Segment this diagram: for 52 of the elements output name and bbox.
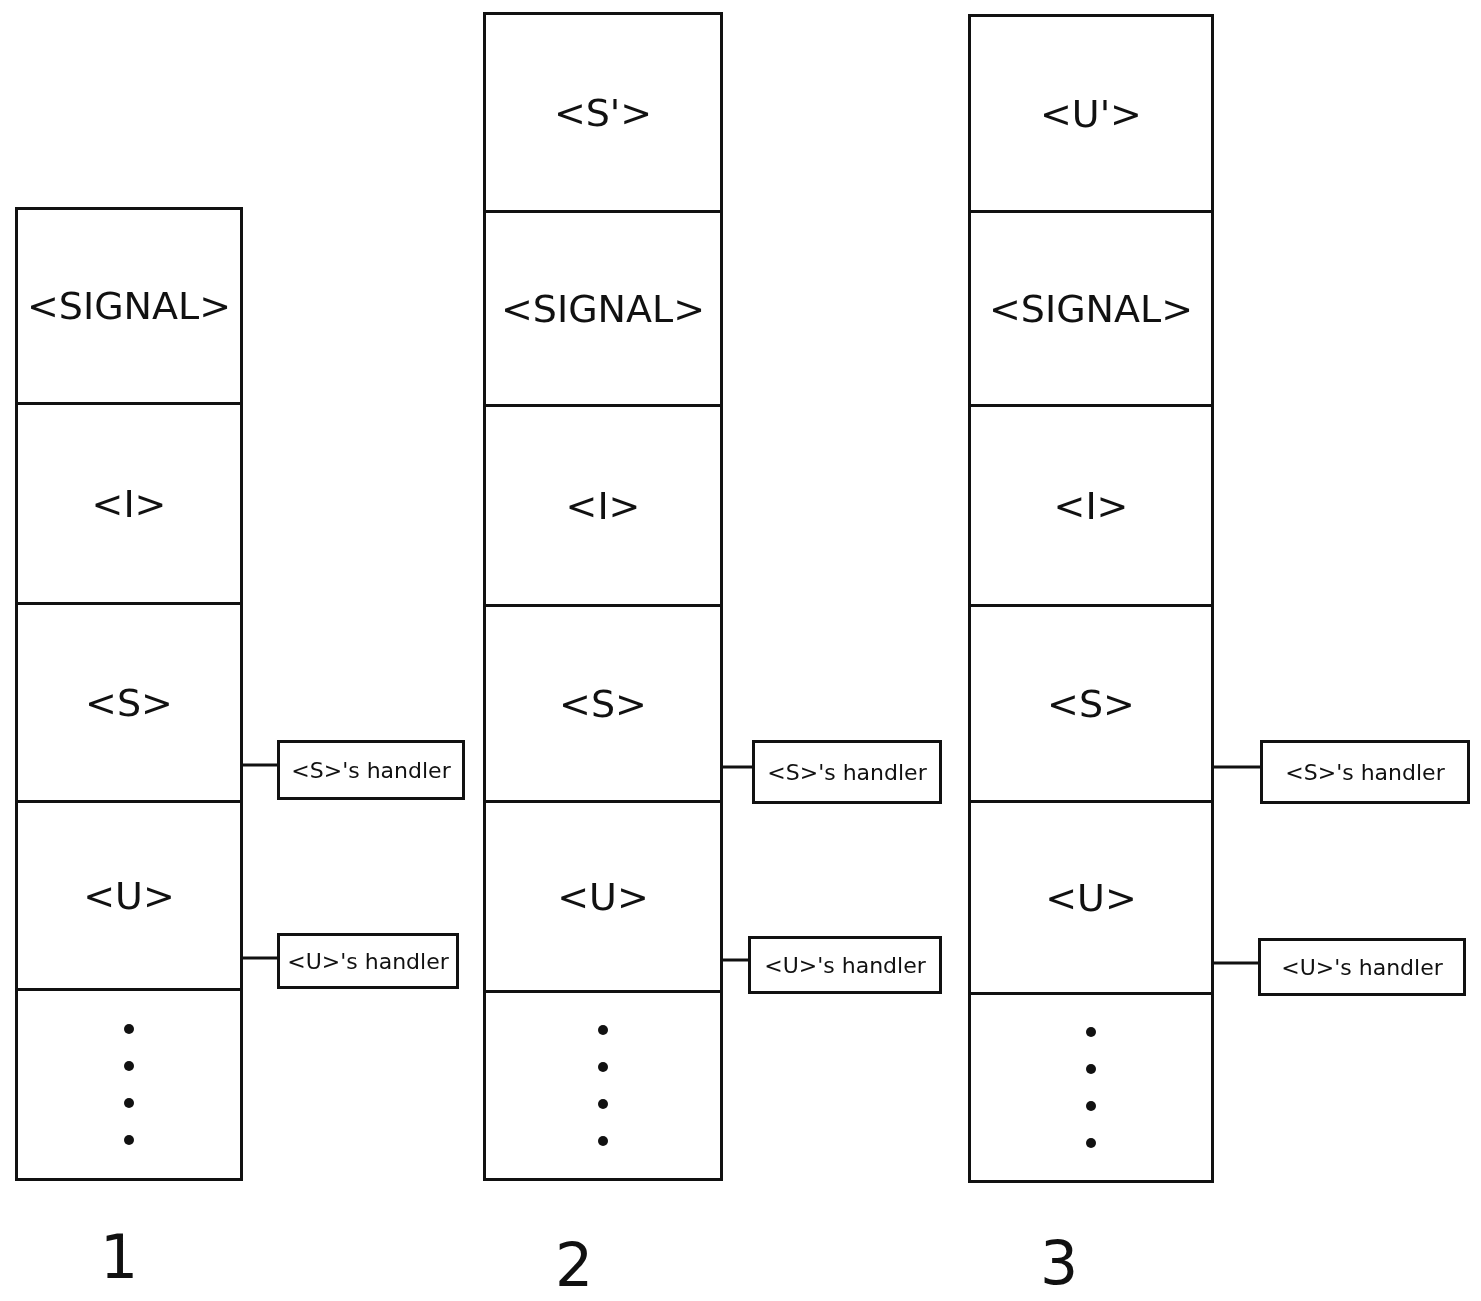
handler-box xyxy=(1258,938,1466,996)
cell-label: <SIGNAL> xyxy=(988,286,1193,331)
stack-cell xyxy=(968,800,1214,995)
stack-cell xyxy=(15,800,243,991)
stack-number: 1 xyxy=(100,1222,139,1292)
stack-cell xyxy=(483,990,723,1181)
cell-label: <S> xyxy=(85,680,173,725)
cell-label: <SIGNAL> xyxy=(26,284,231,328)
connector-line xyxy=(241,956,278,960)
cell-label: <I> xyxy=(91,481,167,526)
stack-cell xyxy=(15,602,243,803)
stack-cell xyxy=(968,992,1214,1183)
cell-label: <SIGNAL> xyxy=(500,286,705,331)
stack-cell xyxy=(15,207,243,405)
stack-cell xyxy=(15,402,243,605)
connector-line xyxy=(1212,961,1259,965)
connector-line xyxy=(721,958,749,962)
handler-label: <U>'s handler xyxy=(764,952,926,978)
stack-cell xyxy=(483,604,723,803)
cell-label: <U> xyxy=(557,874,649,919)
cell-label: <U> xyxy=(83,873,175,918)
cell-label: <U> xyxy=(1045,875,1137,920)
stack-cell xyxy=(483,404,723,607)
handler-box xyxy=(752,740,942,804)
handler-box xyxy=(277,740,465,800)
stack-number: 3 xyxy=(1040,1228,1079,1298)
cell-label: <S> xyxy=(559,681,647,726)
stack-number: 2 xyxy=(555,1230,594,1300)
stack-cell xyxy=(968,14,1214,213)
handler-label: <S>'s handler xyxy=(767,759,927,785)
handler-box xyxy=(1260,740,1470,804)
handler-box xyxy=(277,933,459,989)
stack-cell xyxy=(483,210,723,407)
stack-cell xyxy=(15,988,243,1181)
stack-cell xyxy=(483,800,723,993)
cell-label: <S'> xyxy=(553,90,653,135)
stack-cell xyxy=(483,12,723,213)
connector-line xyxy=(721,765,753,769)
stack-cell xyxy=(968,604,1214,803)
cell-label: <I> xyxy=(565,483,641,528)
connector-line xyxy=(241,763,278,767)
stack-cell xyxy=(968,404,1214,607)
handler-label: <U>'s handler xyxy=(287,948,449,974)
cell-label: <U'> xyxy=(1040,91,1142,136)
handler-box xyxy=(748,936,942,994)
stack-cell xyxy=(968,210,1214,407)
cell-label: <S> xyxy=(1047,681,1135,726)
handler-label: <S>'s handler xyxy=(1285,759,1445,785)
cell-label: <I> xyxy=(1053,483,1129,528)
connector-line xyxy=(1212,765,1261,769)
handler-label: <U>'s handler xyxy=(1281,954,1443,980)
handler-label: <S>'s handler xyxy=(291,757,451,783)
